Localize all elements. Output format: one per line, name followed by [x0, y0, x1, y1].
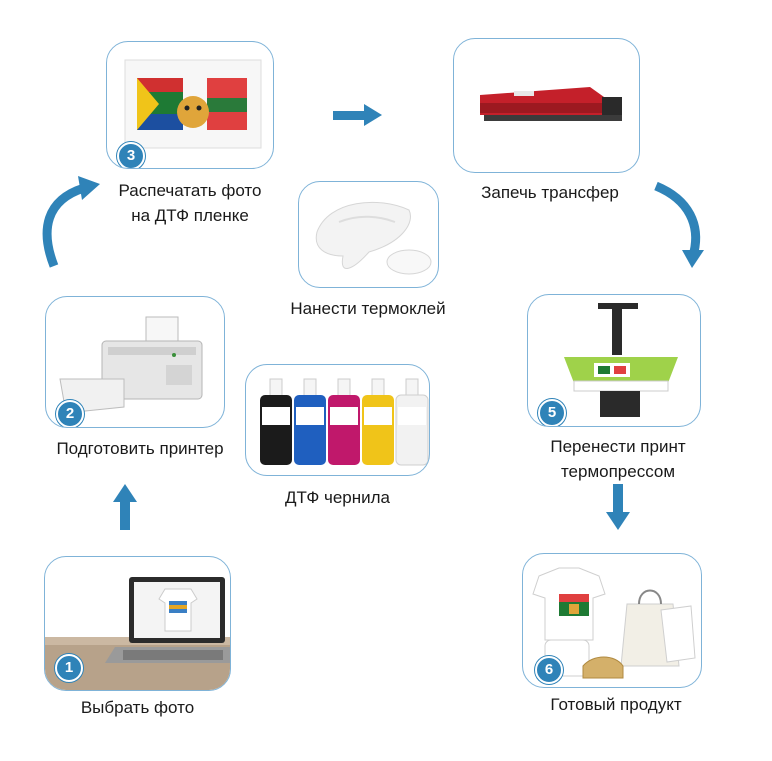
step-number-badge: 3 [117, 142, 145, 168]
step-select-photo-label: Выбрать фото [80, 698, 195, 717]
printer-icon [59, 316, 203, 414]
arrow-curve-4-5 [654, 181, 704, 268]
arrow-right-3-4 [333, 104, 382, 126]
step-finished-label: Готовый продукт [550, 695, 682, 714]
film-print-icon [124, 59, 262, 149]
step-print-photo-label-line2: на ДТФ пленке [131, 206, 249, 225]
dtf-ink-card [245, 364, 430, 476]
hotmelt-powder-label: Нанести термоклей [290, 299, 446, 318]
step-print-photo-label: Распечатать фото на ДТФ пленке [80, 178, 300, 228]
step-print-photo-label-line1: Распечатать фото [118, 181, 262, 200]
step-finished-card: 6 [522, 553, 702, 688]
step-press-print-label-line2: термопрессом [560, 462, 676, 481]
step-bake-transfer-card [453, 38, 640, 173]
step-press-print-card: 5 [527, 294, 701, 427]
step-press-print-label: Перенести принт термопрессом [500, 434, 736, 484]
step-number-badge: 1 [55, 654, 83, 682]
step-press-print-label-line1: Перенести принт [550, 437, 686, 456]
ink-bottles-icon [260, 378, 429, 466]
laptop-icon [45, 577, 230, 690]
step-bake-transfer-label: Запечь трансфер [481, 183, 619, 202]
step-number-badge: 2 [56, 400, 84, 427]
heat-press-icon [564, 303, 678, 417]
arrow-down-5-6 [606, 484, 630, 530]
step-select-photo-card: 1 [44, 556, 231, 691]
step-number-badge: 6 [535, 656, 563, 684]
dtf-ink-label: ДТФ чернила [284, 488, 390, 507]
hotmelt-powder-card [298, 181, 439, 288]
oven-icon [480, 87, 622, 121]
arrow-curve-2-3 [42, 176, 100, 268]
step-number-badge: 5 [538, 399, 566, 426]
arrow-up-1-2 [113, 484, 137, 530]
step-prepare-printer-label: Подготовить принтер [56, 439, 224, 458]
hotmelt-powder-icon [315, 201, 432, 275]
step-prepare-printer-card: 2 [45, 296, 225, 428]
step-print-photo-card: 3 [106, 41, 274, 169]
